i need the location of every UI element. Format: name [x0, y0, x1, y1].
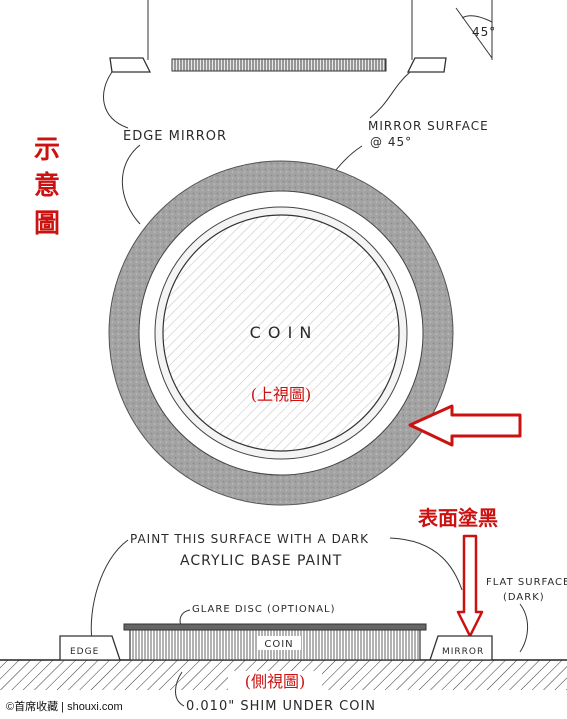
flat-surface-leader	[519, 603, 528, 653]
schematic-char-1: 示	[34, 135, 60, 165]
coin-label-side: COIN	[264, 639, 293, 650]
paint-black-label: 表面塗黑	[418, 506, 498, 530]
edge-mirror-leader-down	[121, 144, 141, 225]
coin-label-top: C O I N	[250, 323, 313, 342]
angle-arc	[461, 15, 493, 23]
edge-mirror-label: EDGE MIRROR	[123, 129, 227, 144]
schematic-char-3: 圖	[34, 209, 60, 239]
shim-label-bg	[178, 694, 402, 716]
watermark: ©首席收藏 | shouxi.com	[6, 699, 123, 713]
side-view-label-bg	[228, 671, 322, 691]
schematic-char-2: 意	[34, 170, 60, 201]
glare-disc-label: GLARE DISC (OPTIONAL)	[192, 604, 336, 615]
side-mirror-block	[429, 635, 493, 661]
watermark-bg	[0, 694, 150, 716]
edge-block-label: EDGE	[70, 647, 99, 657]
glare-disc-side	[123, 623, 427, 631]
side-annotations: 表面塗黑 PAINT THIS SURFACE WITH A DARK ACRY…	[90, 506, 567, 653]
coin-face	[162, 214, 400, 452]
coin-label-bg	[257, 636, 301, 650]
paint-leader-left	[90, 539, 129, 641]
angle-label: 45°	[472, 25, 496, 39]
edge-mirror-leader-up	[103, 71, 129, 129]
right-edge-mirror	[406, 57, 447, 73]
side-view-label: (側視圖)	[245, 672, 306, 691]
paint-label-2: ACRYLIC BASE PAINT	[180, 553, 342, 569]
paint-leader-right	[389, 537, 463, 591]
shim-label: 0.010" SHIM UNDER COIN	[186, 699, 376, 714]
top-view-label: (上視圖)	[251, 385, 312, 404]
flat-surface-label-2: (DARK)	[503, 592, 545, 603]
top-coin-bar	[171, 58, 387, 72]
mirror-surface-label-1: MIRROR SURFACE	[368, 119, 489, 133]
shim-leader	[175, 671, 185, 707]
red-arrow-left	[408, 404, 522, 447]
top-perspective-view: 45°	[109, 0, 496, 73]
schematic-label: 示 意 圖	[34, 135, 60, 239]
mirror-surface-leader-up	[369, 71, 411, 119]
left-edge-mirror	[109, 57, 152, 73]
red-arrow-down	[456, 534, 484, 638]
mirror-surface-label-2: @ 45°	[370, 135, 412, 149]
flat-surface-label-1: FLAT SURFACE	[486, 577, 567, 588]
mirror-block-label: MIRROR	[442, 647, 484, 657]
top-view: C O I N (上視圖)	[108, 160, 454, 506]
angle-diagonal-line	[455, 7, 493, 59]
side-view: EDGE COIN MIRROR (側視圖) 0.010" SHIM UNDER…	[0, 623, 567, 716]
paint-label-1: PAINT THIS SURFACE WITH A DARK	[130, 532, 369, 546]
side-edge-block	[59, 635, 121, 661]
